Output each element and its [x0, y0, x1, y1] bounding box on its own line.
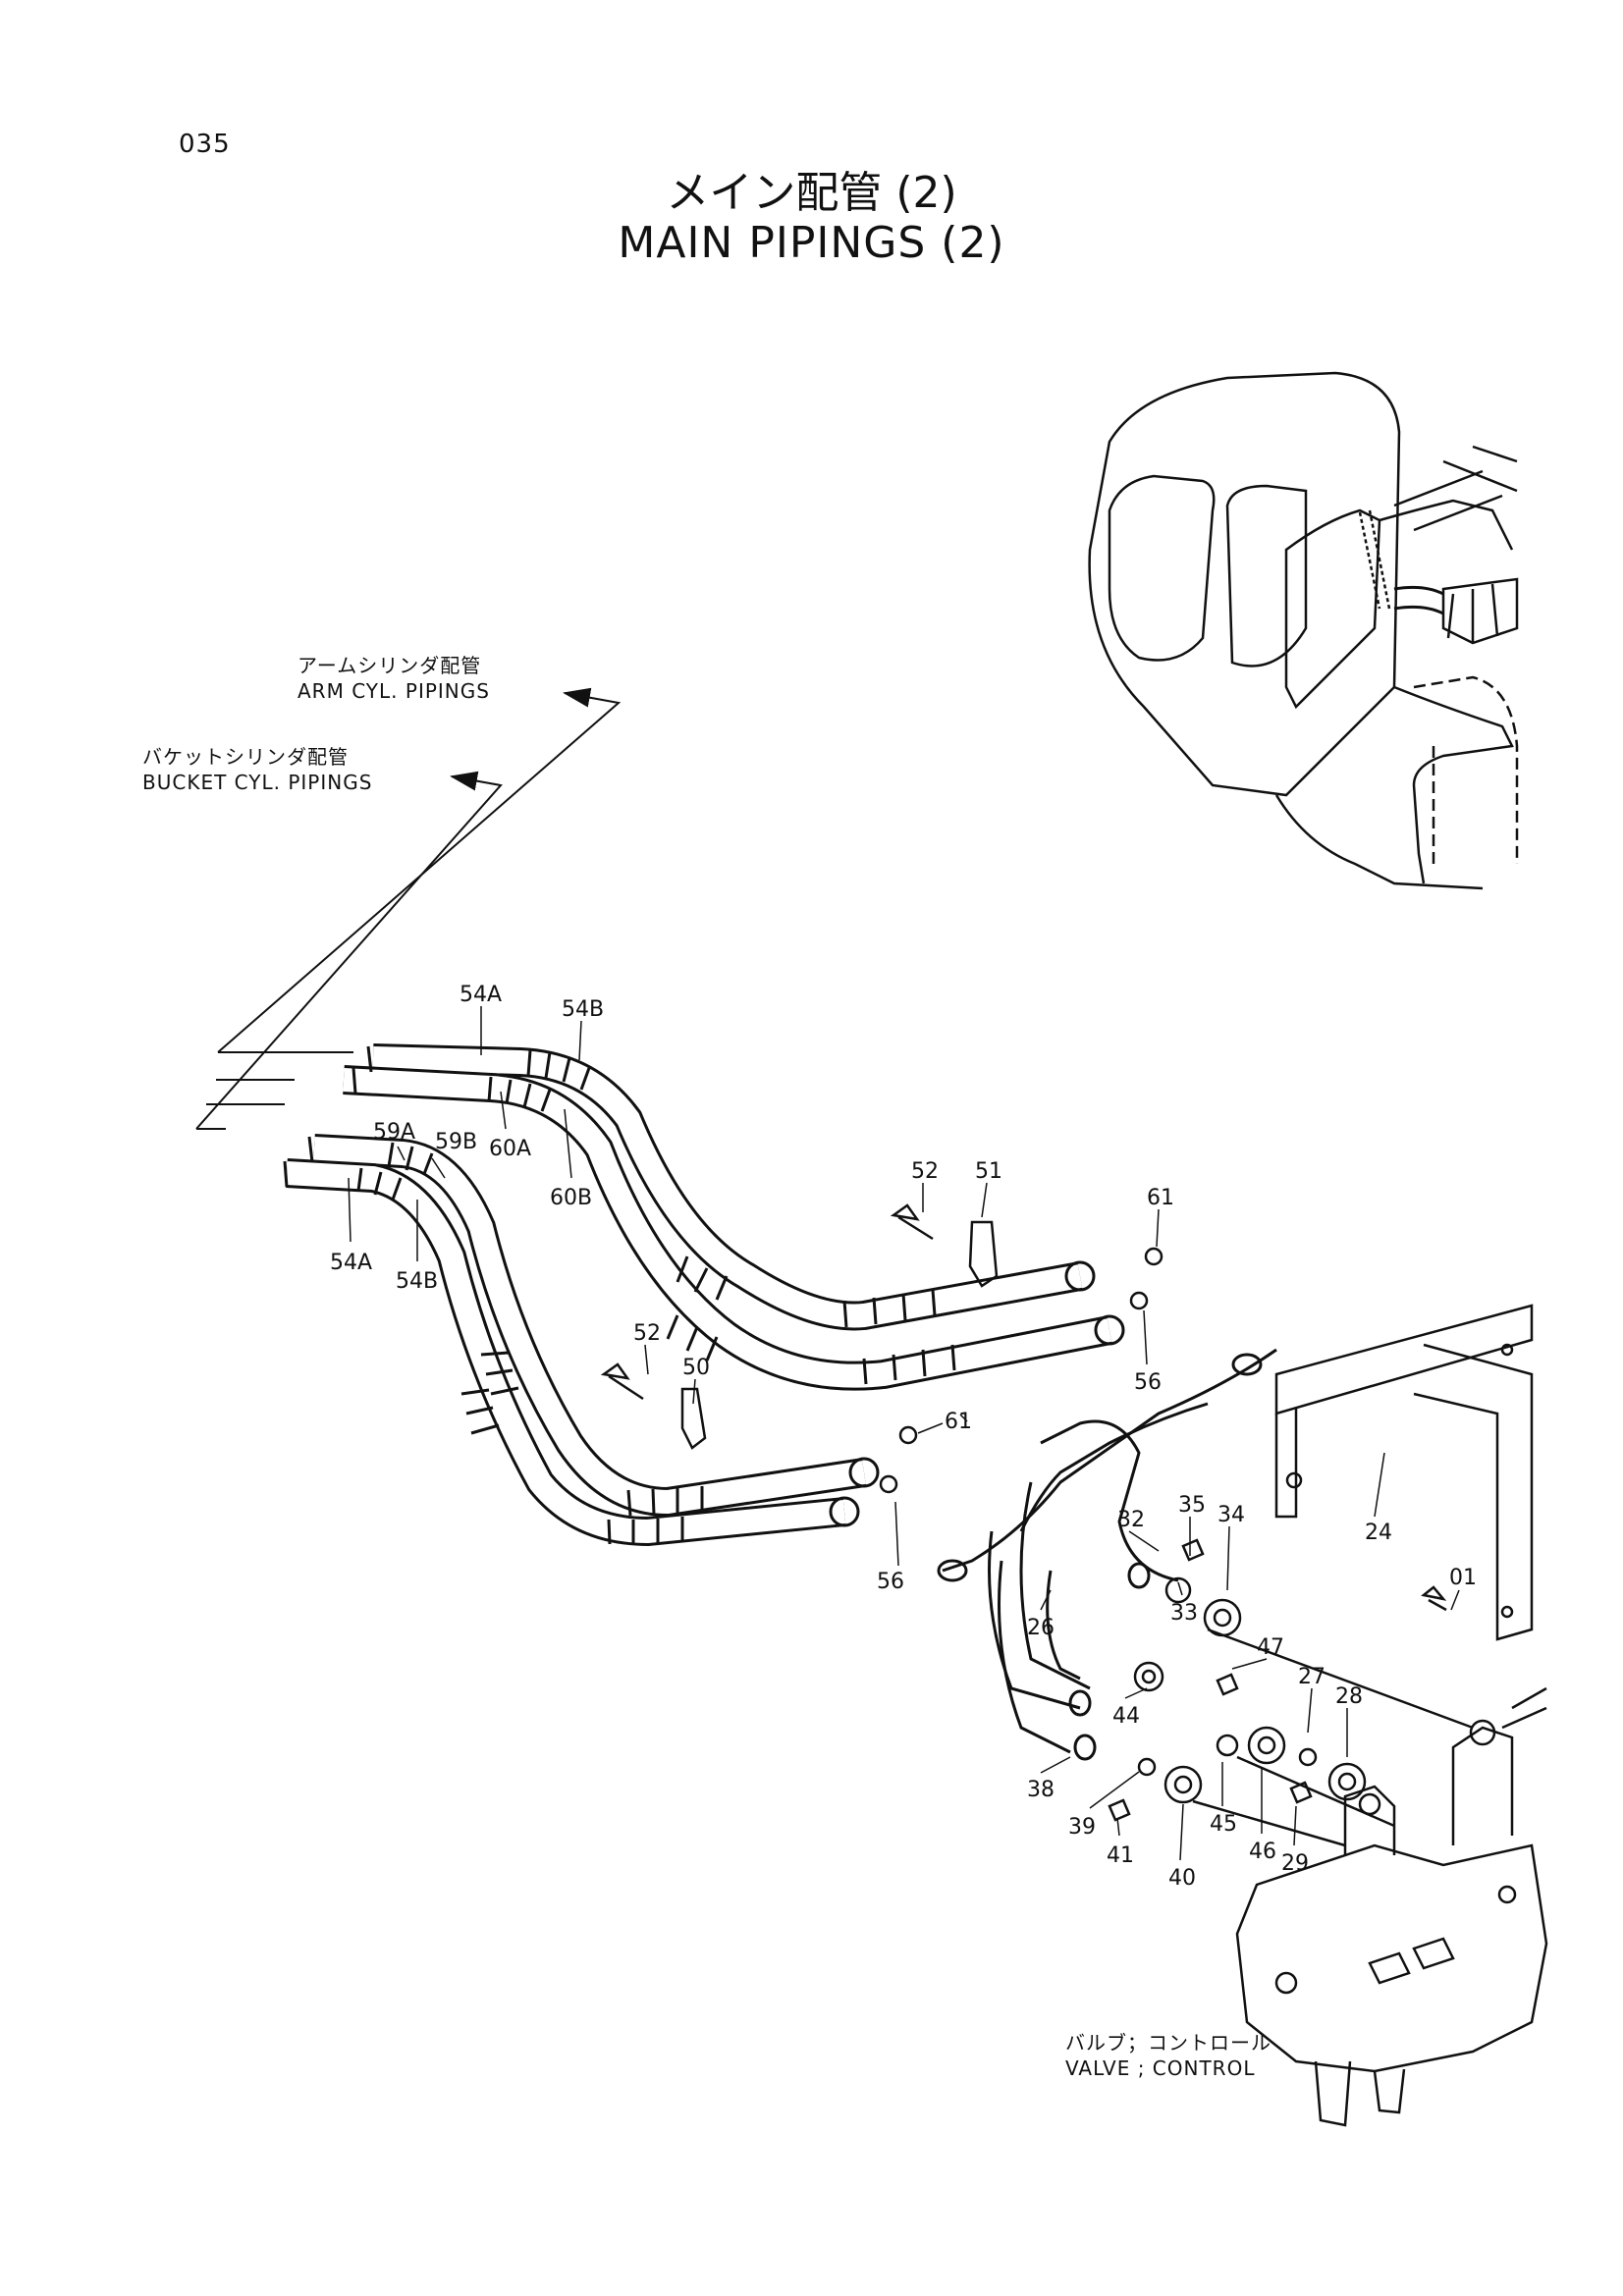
part-label-54b-top: 54B — [562, 997, 604, 1022]
part-label-59b: 59B — [435, 1130, 477, 1154]
part-label-56-lower: 56 — [877, 1570, 904, 1594]
part-label-45: 45 — [1210, 1812, 1237, 1837]
arm-cylinder-pipings-note: アームシリンダ配管 ARM CYL. PIPINGS — [298, 653, 490, 704]
part-label-41: 41 — [1107, 1843, 1134, 1868]
part-label-46: 46 — [1249, 1840, 1276, 1864]
control-valve-illustration — [1235, 1686, 1548, 2127]
part-label-29: 29 — [1281, 1851, 1309, 1876]
part-label-47: 47 — [1257, 1635, 1284, 1660]
bucket-note-japanese: バケットシリンダ配管 — [142, 745, 349, 769]
bucket-note-english: BUCKET CYL. PIPINGS — [142, 771, 373, 794]
bracket-part-24 — [1274, 1304, 1534, 1641]
part-label-26: 26 — [1027, 1616, 1055, 1640]
part-label-54a-top: 54A — [460, 983, 502, 1007]
valve-note-japanese: バルブ；コントロール — [1065, 2031, 1271, 2055]
part-number-labels: 54A 54B 59A 59B 60A 60B 54A 54B 52 51 61… — [330, 983, 1477, 1891]
note-leader-lines — [195, 687, 622, 1130]
part-label-40: 40 — [1168, 1866, 1196, 1891]
part-label-52-top: 52 — [911, 1159, 939, 1184]
part-label-50: 50 — [682, 1356, 710, 1380]
part-label-54b-lower: 54B — [396, 1269, 438, 1294]
part-label-39: 39 — [1068, 1815, 1096, 1840]
part-label-44: 44 — [1112, 1704, 1140, 1729]
part-label-60a: 60A — [489, 1137, 531, 1161]
valve-note-english: VALVE ; CONTROL — [1065, 2056, 1256, 2080]
part-label-60b: 60B — [550, 1186, 592, 1210]
arm-note-japanese: アームシリンダ配管 — [298, 654, 482, 677]
part-label-61-lower: 61 — [945, 1410, 972, 1434]
part-label-leaders — [348, 1006, 1460, 1861]
excavator-overview-illustration — [1088, 371, 1519, 890]
arm-note-english: ARM CYL. PIPINGS — [298, 679, 490, 703]
page-title-japanese: メイン配管 (2) — [666, 168, 957, 218]
part-label-54a-lower: 54A — [330, 1251, 372, 1275]
part-label-32: 32 — [1117, 1508, 1145, 1532]
clamps-and-bolts — [600, 1203, 1163, 1494]
part-label-61-top: 61 — [1147, 1186, 1174, 1210]
page-number: 035 — [179, 130, 231, 159]
bucket-cylinder-pipings-note: バケットシリンダ配管 BUCKET CYL. PIPINGS — [142, 744, 372, 795]
part-label-35: 35 — [1178, 1493, 1206, 1518]
part-label-59a: 59A — [373, 1120, 415, 1145]
page-title-english: MAIN PIPINGS (2) — [618, 218, 1005, 268]
part-label-34: 34 — [1217, 1503, 1245, 1527]
part-label-51: 51 — [975, 1159, 1002, 1184]
steel-pipes — [937, 1348, 1277, 1761]
part-label-56-top: 56 — [1134, 1370, 1162, 1395]
part-label-01: 01 — [1449, 1566, 1477, 1590]
part-label-38: 38 — [1027, 1778, 1055, 1802]
control-valve-note: バルブ；コントロール VALVE ; CONTROL — [1065, 2030, 1271, 2081]
part-label-28: 28 — [1335, 1684, 1363, 1709]
part-label-27: 27 — [1298, 1665, 1325, 1689]
flanges-and-o-rings — [1108, 1538, 1474, 1847]
part-label-52-lower: 52 — [633, 1321, 661, 1346]
part-label-33: 33 — [1170, 1601, 1198, 1626]
part-label-24: 24 — [1365, 1521, 1392, 1545]
